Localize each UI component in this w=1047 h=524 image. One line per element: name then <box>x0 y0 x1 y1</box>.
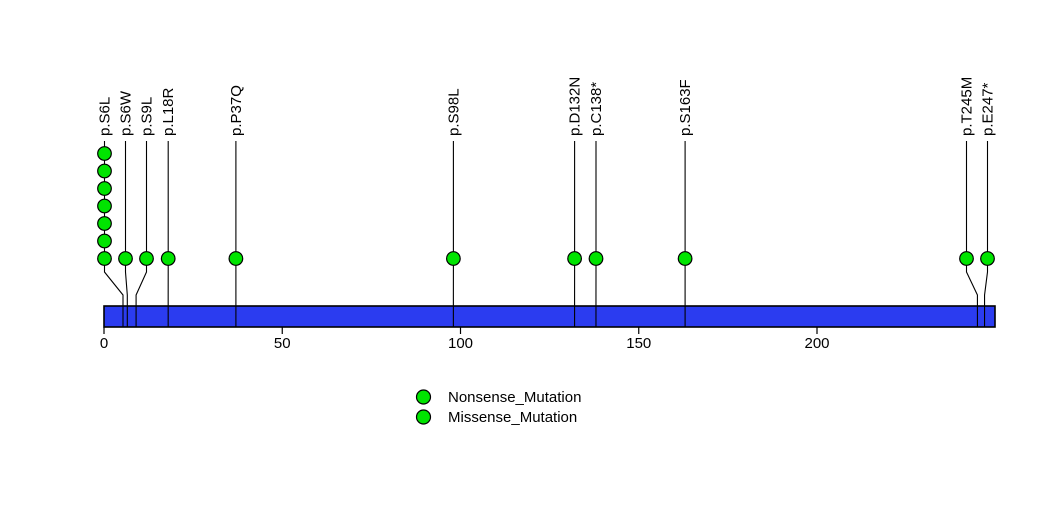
mutation-marker <box>567 251 582 266</box>
mutation-marker <box>97 181 112 196</box>
mutation-label: p.C138* <box>588 82 605 136</box>
mutation-label: p.E247* <box>980 82 997 136</box>
mutation-label: p.D132N <box>567 77 584 136</box>
mutation-marker <box>228 251 244 266</box>
mutation-marker <box>446 251 461 266</box>
mutation-marker <box>959 251 974 266</box>
mutation-label: p.S9L <box>139 97 156 136</box>
mutation-marker <box>588 251 604 266</box>
x-axis-tick-label: 150 <box>626 335 651 352</box>
mutation-marker <box>118 251 133 266</box>
x-axis-tick-label: 0 <box>100 335 108 352</box>
mutation-markers <box>97 146 995 266</box>
mutation-stem <box>124 141 128 327</box>
mutation-marker <box>97 198 112 214</box>
mutation-marker <box>160 251 176 266</box>
mutation-label: p.T245M <box>959 77 976 136</box>
mutation-stem <box>135 141 148 327</box>
mutation-marker <box>97 216 112 231</box>
legend: Nonsense_Mutation Missense_Mutation <box>415 389 581 426</box>
mutation-marker <box>97 251 112 266</box>
legend-marker-missense-icon <box>415 409 432 425</box>
mutation-marker <box>97 146 112 161</box>
mutation-label: p.L18R <box>160 87 177 136</box>
mutation-label: p.S163F <box>677 79 694 136</box>
mutation-marker <box>677 251 693 266</box>
mutation-stems <box>103 141 989 327</box>
mutation-label: p.S98L <box>445 88 462 136</box>
x-axis-tick-label: 50 <box>274 335 291 352</box>
mutation-marker <box>97 163 112 179</box>
legend-label-nonsense: Nonsense_Mutation <box>448 389 581 406</box>
x-axis: 0 50 100 150 200 <box>100 327 830 352</box>
mutation-marker <box>980 251 995 266</box>
legend-marker-nonsense-icon <box>415 389 432 405</box>
mutation-marker <box>139 251 154 266</box>
mutation-label: p.P37Q <box>228 85 245 136</box>
legend-label-missense: Missense_Mutation <box>448 409 577 426</box>
mutation-stem <box>984 141 989 327</box>
protein-bar <box>103 305 996 328</box>
mutation-label: p.S6L <box>97 97 114 136</box>
mutation-marker <box>97 233 112 249</box>
x-axis-tick-label: 100 <box>448 335 473 352</box>
mutation-stem <box>965 141 978 327</box>
x-axis-tick-label: 200 <box>804 335 829 352</box>
mutation-label: p.S6W <box>118 90 135 136</box>
